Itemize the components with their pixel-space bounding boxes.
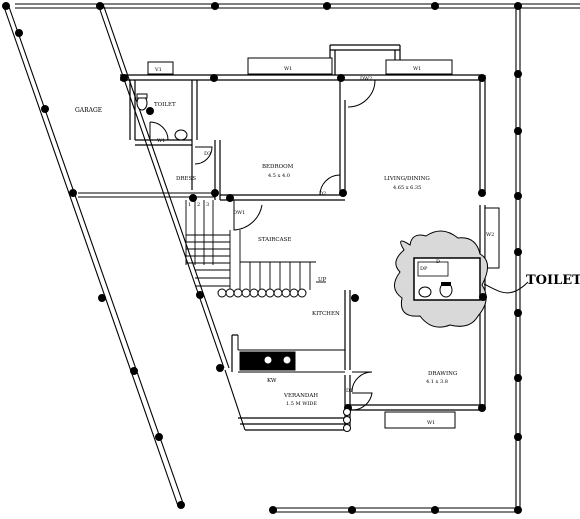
toilet-small-label: TOILET bbox=[154, 102, 176, 108]
tag-d2: D2 bbox=[319, 191, 326, 197]
stair-railing-posts bbox=[217, 288, 307, 298]
windows bbox=[147, 57, 500, 429]
kitchen-counter bbox=[237, 335, 345, 373]
tag-v1-toilet: W1 bbox=[157, 138, 165, 144]
boundary-walls bbox=[2, 3, 580, 513]
tag-w2: W2 bbox=[486, 232, 494, 238]
toilet-callout bbox=[394, 230, 529, 328]
toilet-callout-label: TOILET bbox=[526, 273, 580, 288]
tag-w1-bedroom: W1 bbox=[284, 66, 292, 72]
tag-dw2: DW2 bbox=[360, 76, 372, 82]
living-size: 4.65 x 6.35 bbox=[393, 185, 421, 191]
bedroom-size: 4.5 x 4.0 bbox=[268, 173, 290, 179]
dress-label: DRESS bbox=[176, 176, 196, 182]
stair-number-1: 1 bbox=[188, 202, 191, 208]
doors bbox=[149, 79, 376, 411]
tag-dp: DP bbox=[420, 266, 428, 272]
kitchen-label: KITCHEN bbox=[312, 311, 340, 317]
drawing-size: 4.1 x 3.8 bbox=[426, 379, 448, 385]
tag-d: D bbox=[436, 259, 440, 265]
staircase-label: STAIRCASE bbox=[258, 237, 291, 243]
tag-w1-living: W1 bbox=[413, 66, 421, 72]
columns bbox=[2, 2, 522, 514]
stair-number-2: 2 bbox=[197, 202, 200, 208]
stair-number-3: 3 bbox=[206, 202, 209, 208]
living-label: LIVING/DINING bbox=[384, 176, 430, 182]
verandah-size: 1.5 M WIDE bbox=[286, 401, 317, 407]
toilet-fixtures bbox=[136, 93, 188, 141]
verandah-label: VERANDAH bbox=[283, 393, 318, 399]
verandah-step-circles bbox=[343, 408, 351, 432]
staircase bbox=[185, 200, 326, 290]
garage-label: GARAGE bbox=[75, 107, 102, 114]
up-label: UP bbox=[318, 277, 327, 283]
tag-w1-drawing: W1 bbox=[427, 420, 435, 426]
bedroom-label: BEDROOM bbox=[262, 164, 294, 170]
tag-d1: D1 bbox=[346, 388, 353, 394]
drawing-label: DRAWING bbox=[428, 371, 457, 377]
tag-dw1: DW1 bbox=[233, 210, 245, 216]
tag-d3: D3 bbox=[204, 151, 211, 157]
kw-label: KW bbox=[267, 378, 277, 384]
tag-v1-window: V1 bbox=[154, 67, 162, 73]
